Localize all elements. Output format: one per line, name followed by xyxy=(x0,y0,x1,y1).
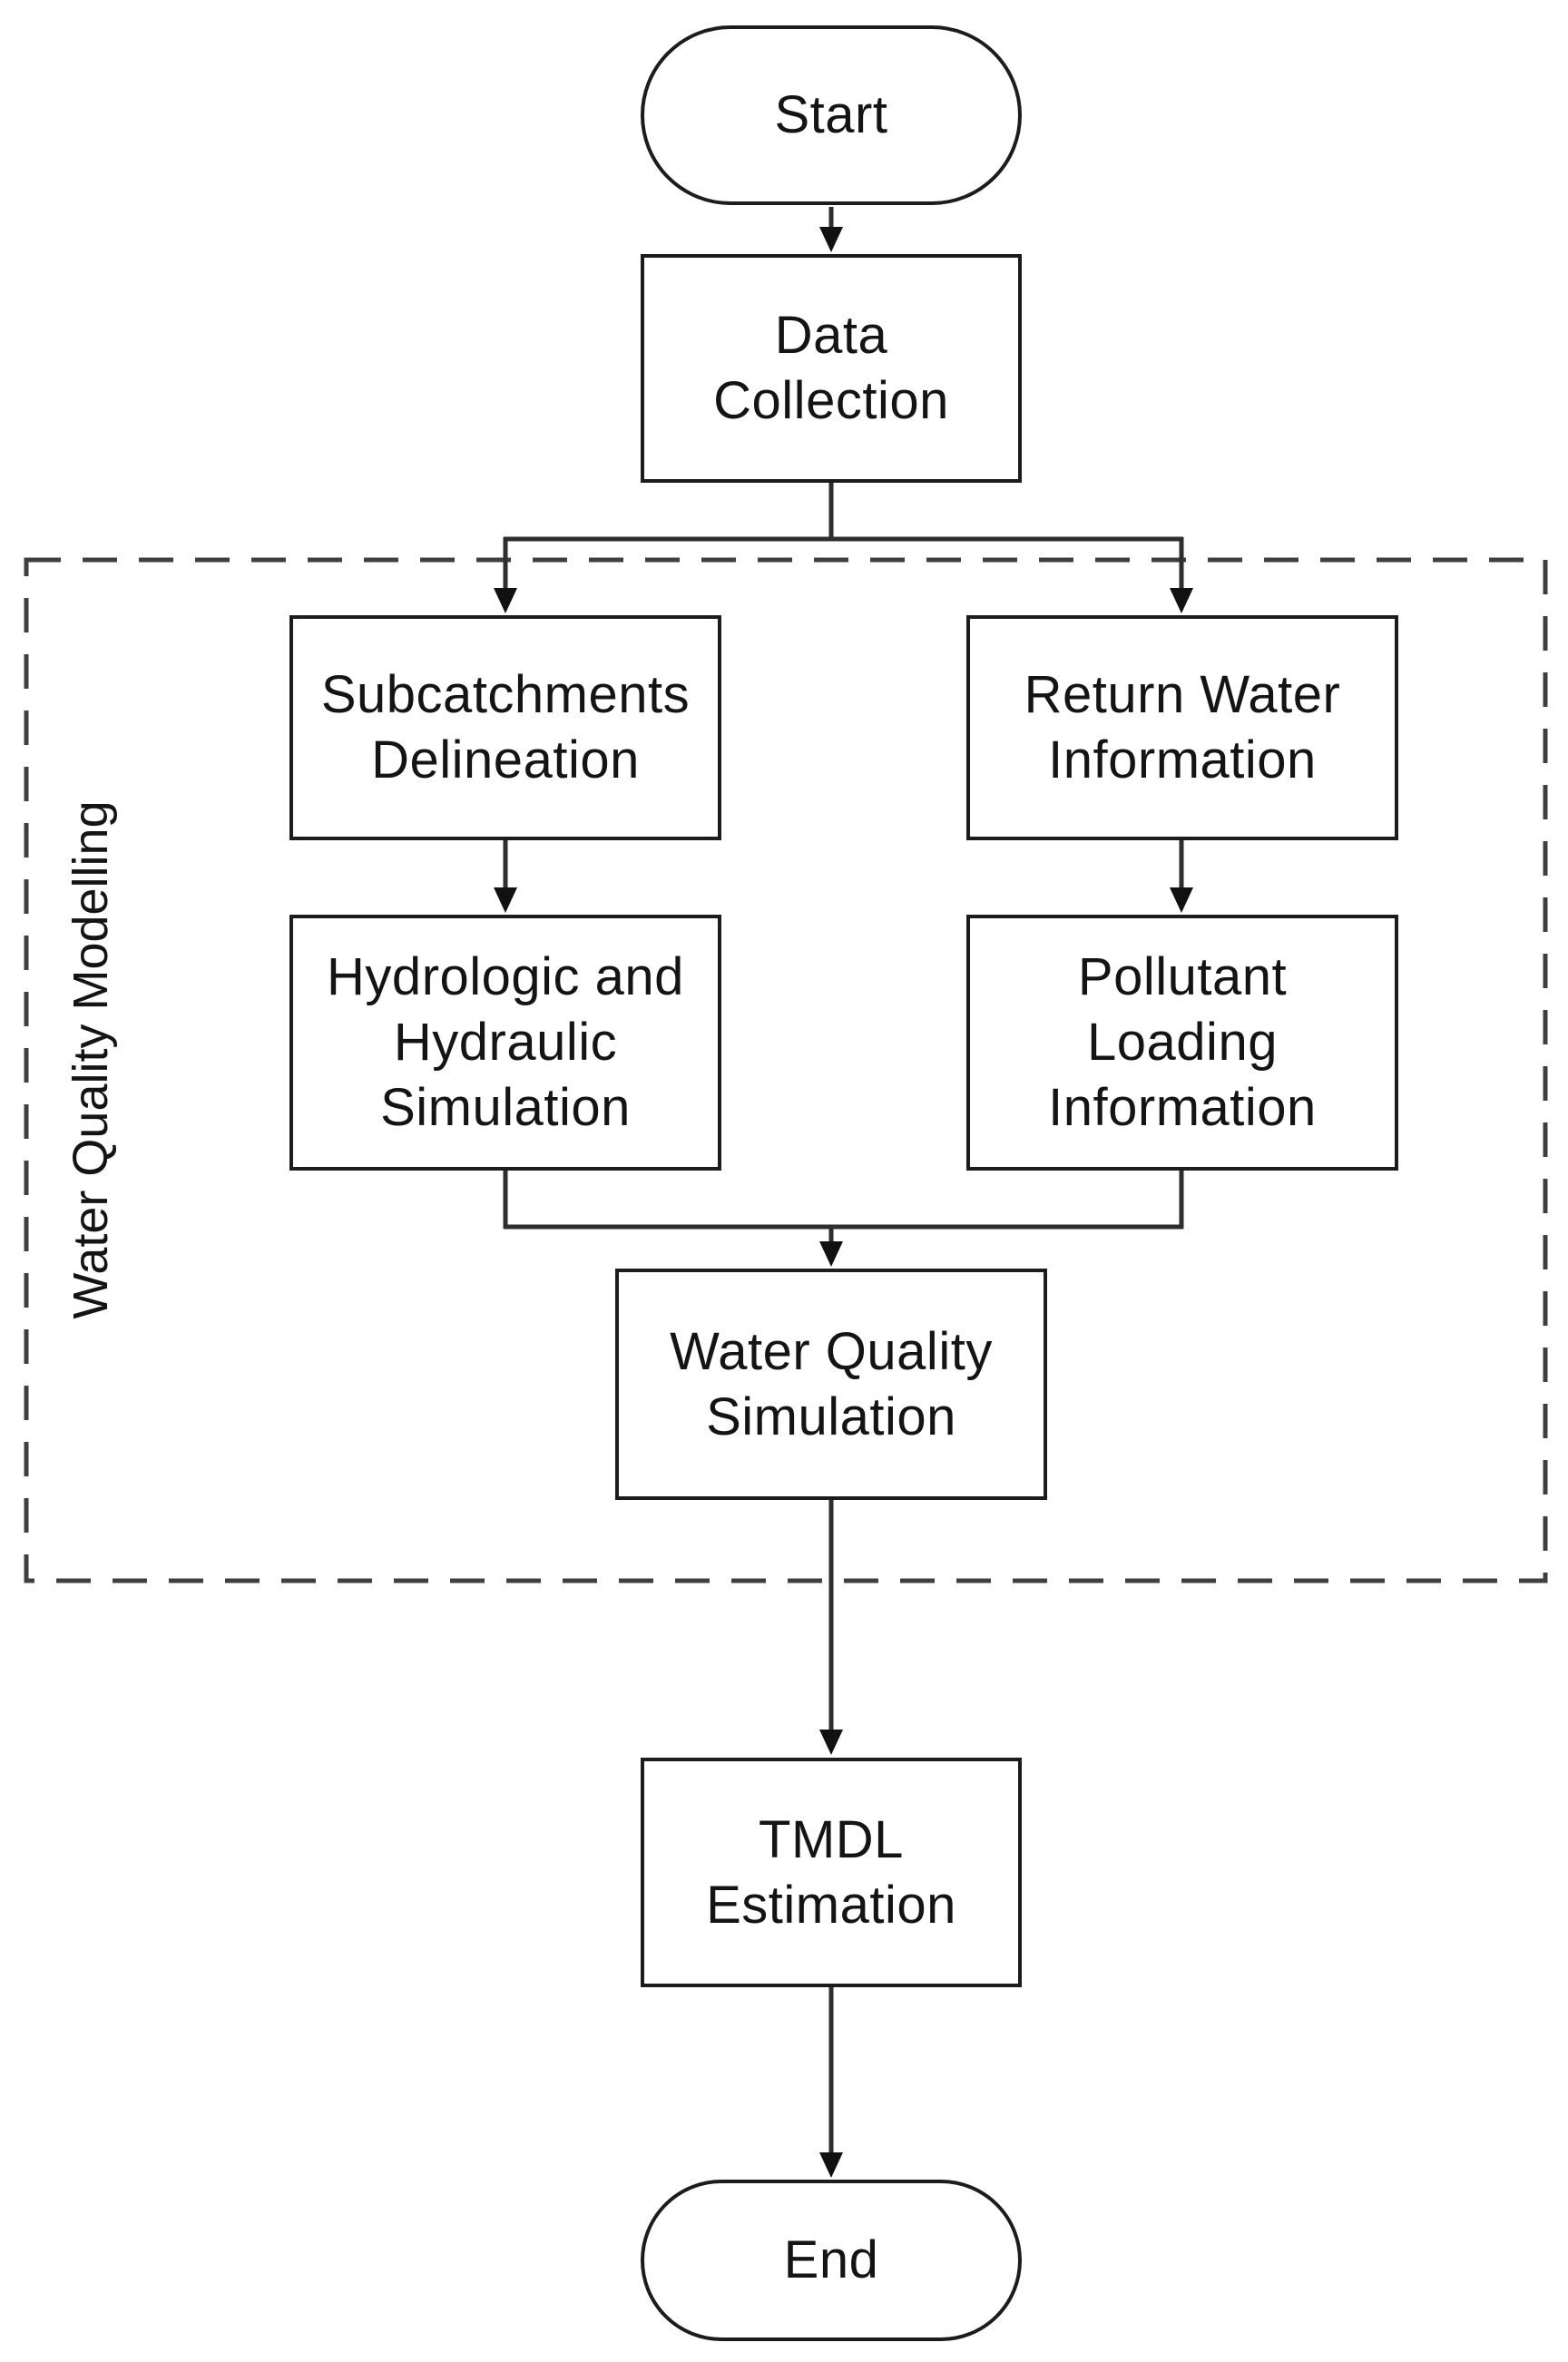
node-water-quality-simulation-label: Water Quality Simulation xyxy=(670,1321,993,1446)
node-water-quality-simulation: Water Quality Simulation xyxy=(615,1269,1047,1500)
edge-lines xyxy=(503,207,1184,2154)
node-return-water-information-label: Return Water Information xyxy=(1024,665,1341,789)
node-hydrologic-hydraulic-simulation: Hydrologic and Hydraulic Simulation xyxy=(289,915,721,1171)
arrowhead-into-hydrologic xyxy=(494,887,517,913)
water-quality-modelling-group-label: Water Quality Modelling xyxy=(64,800,118,1319)
water-quality-modelling-group-border xyxy=(24,557,1548,1583)
node-tmdl-estimation: TMDL Estimation xyxy=(641,1758,1022,1987)
node-end: End xyxy=(641,2180,1022,2341)
node-hydrologic-hydraulic-simulation-label: Hydrologic and Hydraulic Simulation xyxy=(327,947,684,1137)
node-data-collection: Data Collection xyxy=(641,254,1022,483)
node-pollutant-loading-information: Pollutant Loading Information xyxy=(966,915,1398,1171)
arrowhead-into-tmdl xyxy=(819,1730,843,1755)
node-subcatchments-delineation-label: Subcatchments Delineation xyxy=(320,665,691,789)
node-tmdl-estimation-label: TMDL Estimation xyxy=(706,1809,956,1935)
arrowhead-into-return-water xyxy=(1170,588,1193,613)
node-start: Start xyxy=(641,25,1022,205)
arrowheads xyxy=(494,227,1193,2178)
arrowhead-into-pollutant xyxy=(1170,887,1193,913)
node-subcatchments-delineation: Subcatchments Delineation xyxy=(289,615,721,840)
arrowhead-into-data-collection xyxy=(819,227,843,252)
arrowhead-into-end xyxy=(819,2152,843,2178)
node-end-label: End xyxy=(783,2230,879,2289)
arrowhead-into-subcatchments xyxy=(494,588,517,613)
arrowhead-into-water-quality-simulation xyxy=(819,1241,843,1267)
node-pollutant-loading-information-label: Pollutant Loading Information xyxy=(1048,947,1317,1137)
node-data-collection-label: Data Collection xyxy=(713,306,949,430)
node-start-label: Start xyxy=(774,85,888,144)
node-return-water-information: Return Water Information xyxy=(966,615,1398,840)
